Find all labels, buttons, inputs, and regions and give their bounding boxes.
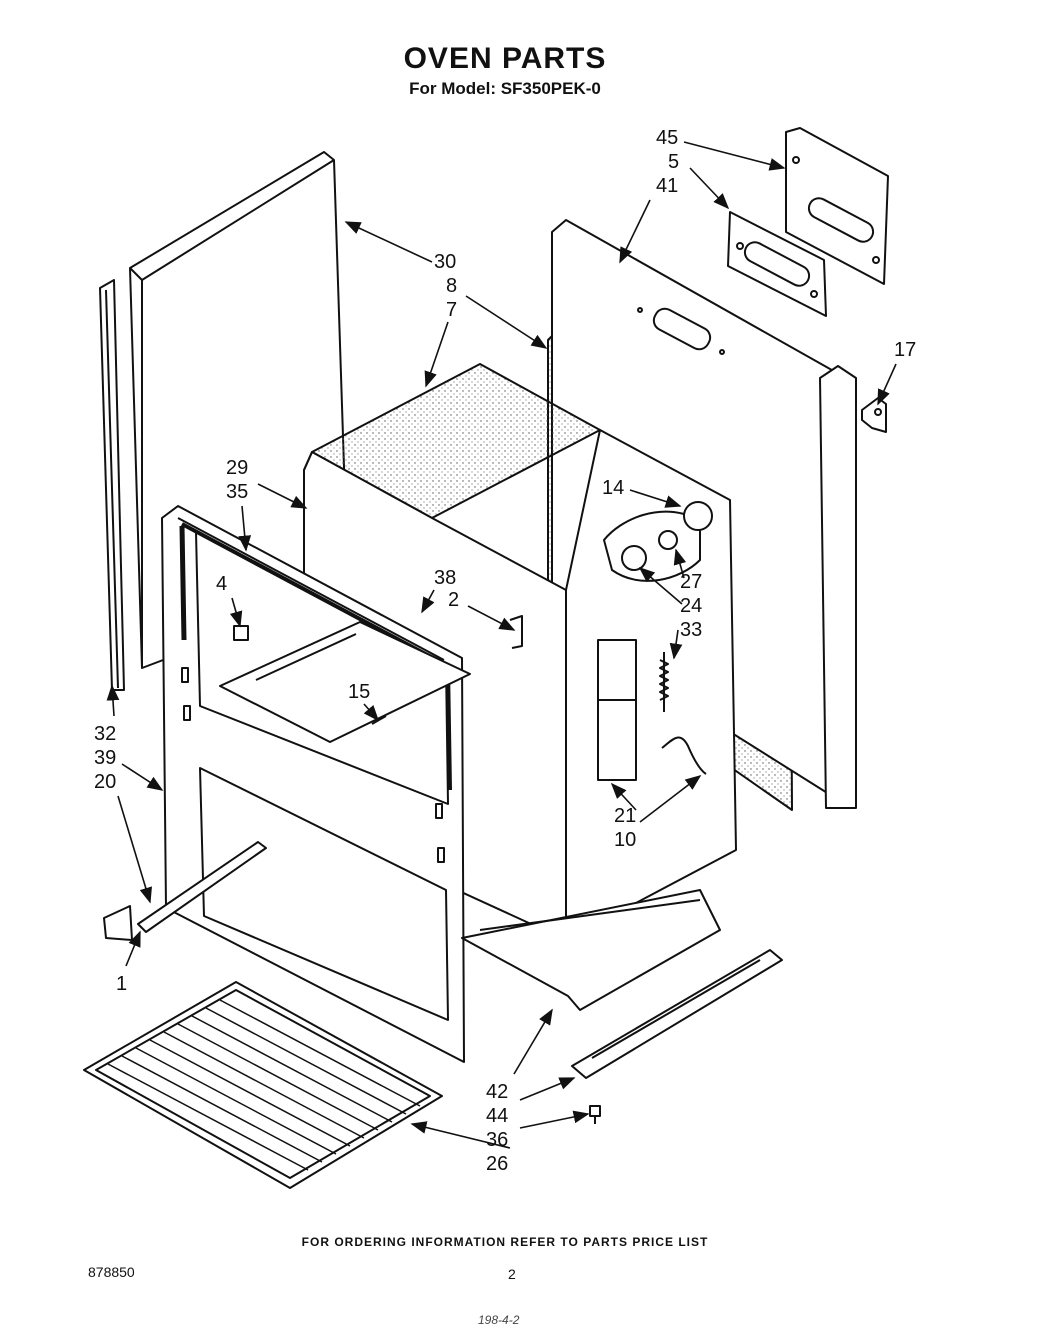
callout-26: 26 xyxy=(486,1153,508,1175)
clip-2 xyxy=(509,615,523,649)
page-title: OVEN PARTS xyxy=(403,42,607,75)
clip-4 xyxy=(233,625,249,641)
callout-15: 15 xyxy=(348,681,370,703)
vent-plate-inner xyxy=(727,211,827,317)
callout-1: 1 xyxy=(116,973,127,995)
callout-10: 10 xyxy=(614,829,636,851)
burner-tray xyxy=(571,949,783,1079)
mounting-bracket xyxy=(861,397,887,433)
callout-5: 5 xyxy=(668,151,679,173)
callout-27: 27 xyxy=(680,571,702,593)
leveling-leg xyxy=(589,1105,601,1124)
callout-44: 44 xyxy=(486,1105,508,1127)
callout-30: 30 xyxy=(434,251,456,273)
leader-lines xyxy=(106,141,897,1149)
callout-4: 4 xyxy=(216,573,227,595)
callout-39: 39 xyxy=(94,747,116,769)
callout-38: 38 xyxy=(434,567,456,589)
callout-35: 35 xyxy=(226,481,248,503)
callout-32: 32 xyxy=(94,723,116,745)
callout-42: 42 xyxy=(486,1081,508,1103)
model-subtitle: For Model: SF350PEK-0 xyxy=(409,79,601,98)
callout-33: 33 xyxy=(680,619,702,641)
callout-17: 17 xyxy=(894,339,916,361)
document-number: 878850 xyxy=(88,1264,135,1280)
page-number: 2 xyxy=(508,1266,516,1282)
handwritten-note: 198-4-2 xyxy=(478,1313,520,1327)
callout-24: 24 xyxy=(680,595,702,617)
side-trim-strip xyxy=(99,279,125,691)
rack-rail-left xyxy=(103,841,267,941)
callout-2: 2 xyxy=(448,589,459,611)
callout-7: 7 xyxy=(446,299,457,321)
broiler-tray xyxy=(219,621,471,743)
callout-41: 41 xyxy=(656,175,678,197)
callout-labels: 45 5 41 30 8 7 17 29 35 14 27 24 33 4 38… xyxy=(94,127,916,1175)
callout-20: 20 xyxy=(94,771,116,793)
ordering-note: FOR ORDERING INFORMATION REFER TO PARTS … xyxy=(301,1235,709,1249)
oven-rack xyxy=(83,981,443,1189)
right-trim-strip xyxy=(819,365,857,809)
callout-29: 29 xyxy=(226,457,248,479)
callout-8: 8 xyxy=(446,275,457,297)
door-spring xyxy=(659,652,669,712)
callout-21: 21 xyxy=(614,805,636,827)
rack-rail-bottom xyxy=(461,889,721,1011)
callout-36: 36 xyxy=(486,1129,508,1151)
callout-45: 45 xyxy=(656,127,678,149)
heating-wire xyxy=(661,736,707,775)
vent-plate-outer xyxy=(785,127,889,285)
callout-14: 14 xyxy=(602,477,624,499)
